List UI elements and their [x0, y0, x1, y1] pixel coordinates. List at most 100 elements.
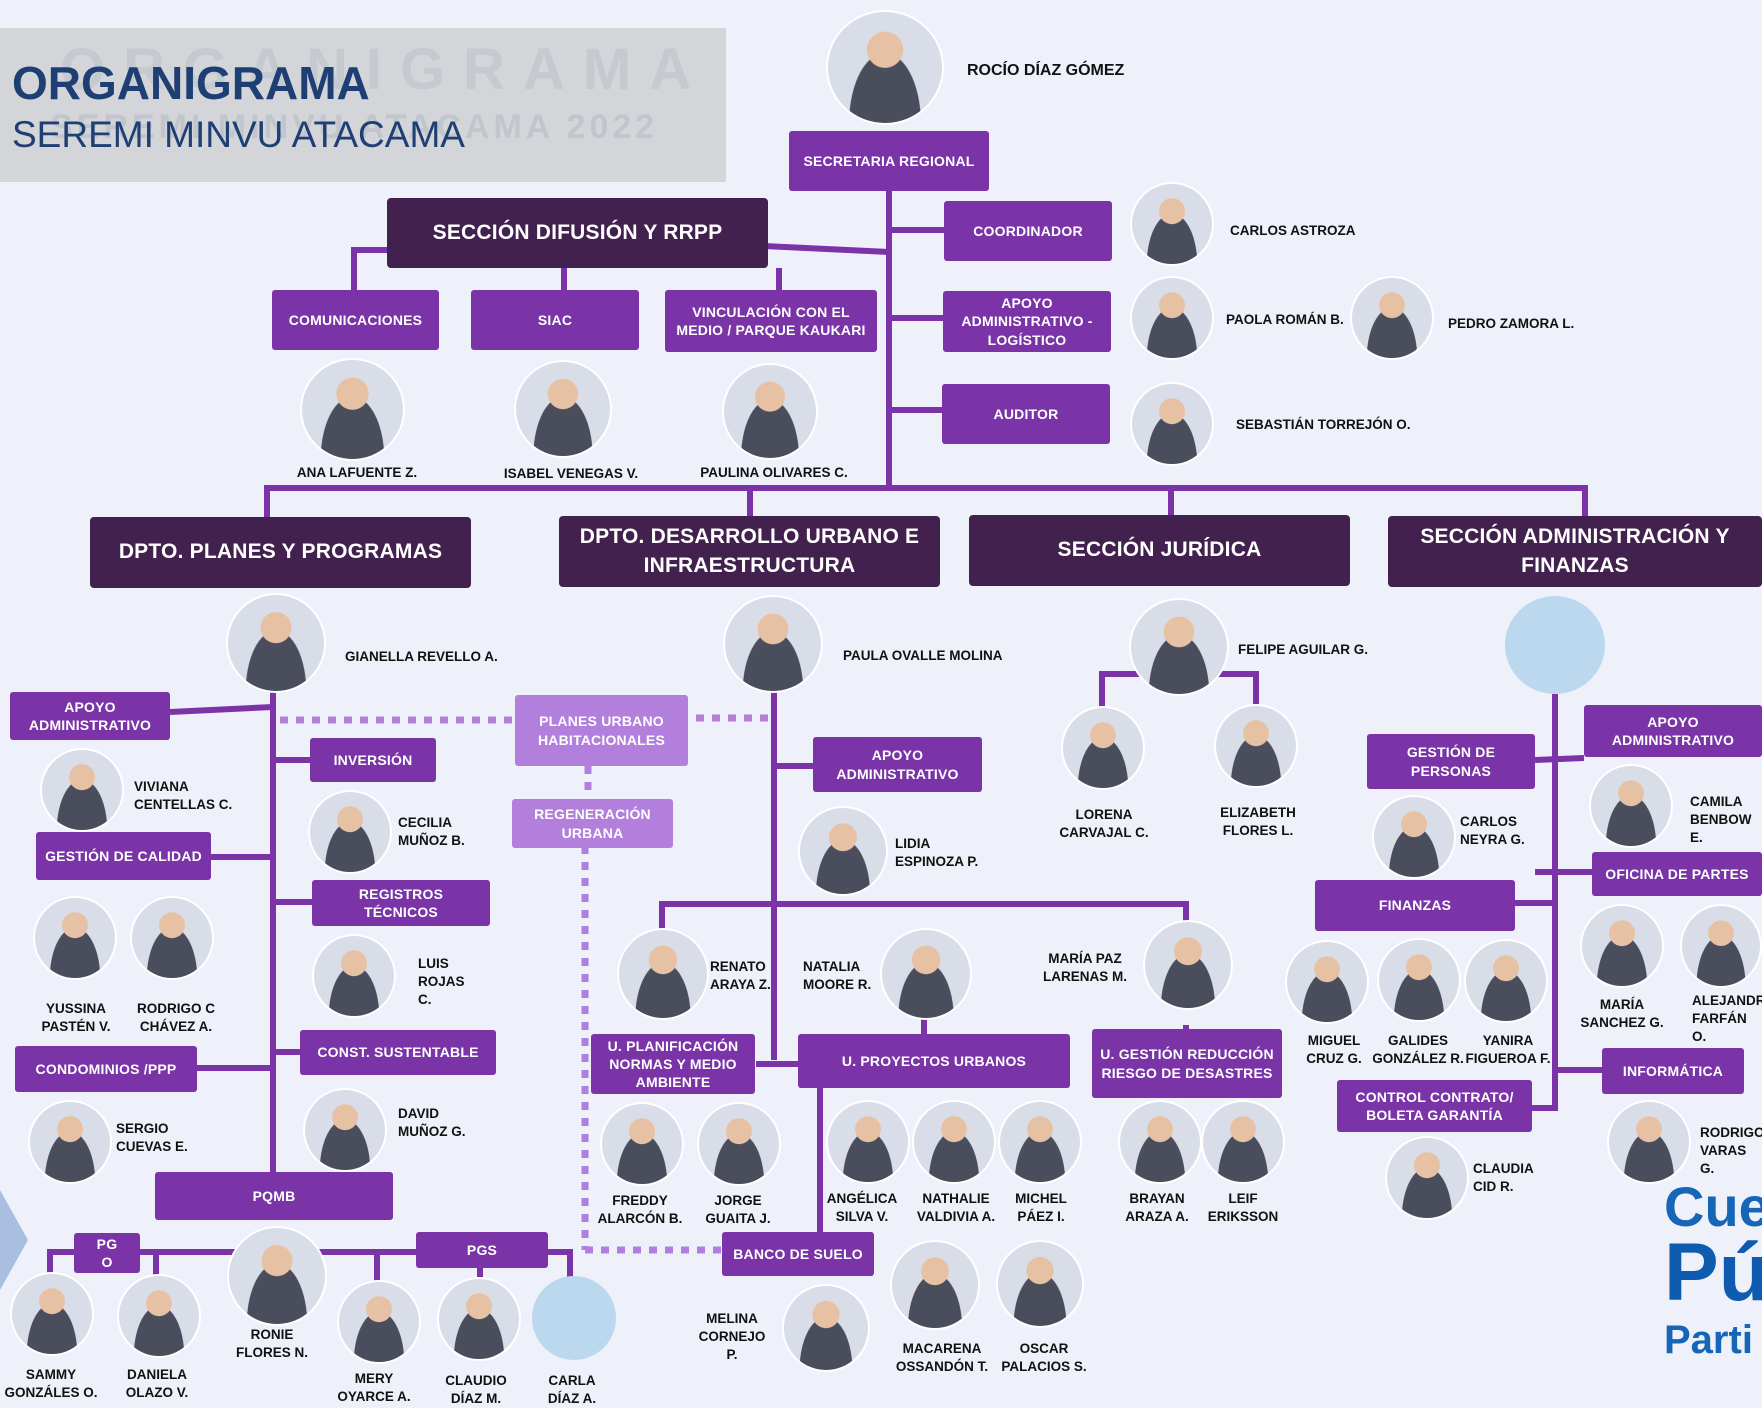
person-name: SAMMY GONZÁLES O.: [4, 1367, 98, 1401]
avatar: [1130, 276, 1214, 360]
person-name: ALEJANDRO FARFÁN O.: [1692, 993, 1762, 1045]
box-gestion-de-personas: GESTIÓN DE PERSONAS: [1367, 734, 1535, 789]
avatar: [697, 1102, 781, 1186]
page-title: ORGANIGRAMA: [12, 57, 370, 109]
box-seccion-difusion: SECCIÓN DIFUSIÓN Y RRPP: [387, 198, 768, 268]
avatar: [1385, 1136, 1469, 1220]
box-apoyo-administrativo-logistico: APOYO ADMINISTRATIVO - LOGÍSTICO: [943, 291, 1111, 352]
person-name: OSCAR PALACIOS S.: [1001, 1341, 1087, 1375]
person-name: ISABEL VENEGAS V.: [503, 466, 639, 481]
box-siac: SIAC: [471, 290, 639, 350]
box-u-planificacion: U. PLANIFICACIÓN NORMAS Y MEDIO AMBIENTE: [591, 1034, 755, 1094]
person-name: FELIPE AGUILAR G.: [1238, 642, 1369, 657]
avatar-placeholder: [532, 1276, 616, 1360]
box-apoyo-administrativo: APOYO ADMINISTRATIVO: [10, 692, 170, 740]
person-name: LORENA CARVAJAL C.: [1059, 807, 1149, 841]
box-apoyo-administrativo: APOYO ADMINISTRATIVO: [813, 737, 982, 792]
box-pgs: PGS: [416, 1232, 548, 1268]
box-planes-urbano-habitacionales: PLANES URBANO HABITACIONALES: [515, 695, 688, 766]
person-name: RENATO ARAYA Z.: [710, 959, 771, 993]
page-subtitle: SEREMI MINVU ATACAMA: [12, 114, 465, 155]
avatar: [10, 1272, 94, 1356]
brand-logo-text: Pú: [1664, 1227, 1762, 1318]
box-banco-de-suelo: BANCO DE SUELO: [722, 1232, 874, 1276]
box-u-gestion-riesgo: U. GESTIÓN REDUCCIÓN RIESGO DE DESASTRES: [1092, 1029, 1282, 1098]
box-registros-tecnicos: REGISTROS TÉCNICOS: [312, 880, 490, 926]
dept-desarrollo-urbano: DPTO. DESARROLLO URBANO E INFRAESTRUCTUR…: [559, 516, 940, 587]
box-vinculacion: VINCULACIÓN CON EL MEDIO / PARQUE KAUKAR…: [665, 290, 877, 352]
person-name: ROCÍO DÍAZ GÓMEZ: [967, 62, 1125, 79]
person-name: DANIELA OLAZO V.: [125, 1367, 189, 1401]
person-name: MARÍA PAZ LARENAS M.: [1043, 951, 1127, 985]
person-name: VIVIANA CENTELLAS C.: [134, 779, 233, 813]
avatar: [996, 1240, 1084, 1328]
avatar: [117, 1274, 201, 1358]
person-name: GIANELLA REVELLO A.: [345, 649, 498, 664]
avatar: [722, 363, 818, 460]
person-name: SERGIO CUEVAS E.: [116, 1121, 188, 1155]
person-name: PEDRO ZAMORA L.: [1448, 316, 1575, 331]
person-name: RONIE FLORES N.: [235, 1327, 308, 1361]
avatar: [798, 806, 888, 896]
person-name: DAVID MUÑOZ G.: [398, 1106, 466, 1140]
person-name: CARLA DÍAZ A.: [547, 1373, 597, 1407]
box-pgo: PG O: [74, 1233, 140, 1273]
avatar: [1680, 904, 1762, 988]
box-finanzas: FINANZAS: [1315, 880, 1515, 931]
avatar: [1589, 764, 1673, 848]
box-oficina-de-partes: OFICINA DE PARTES: [1592, 852, 1762, 896]
avatar: [40, 748, 124, 832]
avatar: [890, 1240, 980, 1330]
box-coordinador: COORDINADOR: [944, 201, 1112, 261]
title-panel: [0, 28, 726, 182]
avatar: [1377, 938, 1461, 1022]
box-const-sustentable: CONST. SUSTENTABLE: [300, 1030, 496, 1075]
person-name: MERY OYARCE A.: [337, 1371, 411, 1405]
avatar: [880, 928, 972, 1020]
person-name: GALIDES GONZÁLEZ R.: [1372, 1033, 1464, 1067]
avatar: [912, 1100, 996, 1184]
box-regeneracion-urbana: REGENERACIÓN URBANA: [512, 799, 673, 848]
person-name: MELINA CORNEJO P.: [698, 1311, 766, 1363]
dept-planes-programas: DPTO. PLANES Y PROGRAMAS: [90, 517, 471, 588]
box-pqmb: PQMB: [155, 1172, 393, 1220]
person-name: MICHEL PÁEZ I.: [1015, 1191, 1067, 1225]
dept-seccion-administracion: SECCIÓN ADMINISTRACIÓN Y FINANZAS: [1388, 516, 1762, 587]
box-apoyo-administrativo: APOYO ADMINISTRATIVO: [1584, 705, 1762, 757]
person-name: CLAUDIA CID R.: [1473, 1161, 1534, 1195]
person-name: RODRIGO C CHÁVEZ A.: [136, 1001, 215, 1035]
person-name: PAOLA ROMÁN B.: [1226, 312, 1344, 327]
avatar: [1143, 920, 1233, 1010]
person-name: BRAYAN ARAZA A.: [1125, 1191, 1189, 1225]
subtitle-watermark: SEREMI MINVU ATACAMA 2022: [50, 108, 659, 146]
person-name: ELIZABETH FLORES L.: [1220, 805, 1296, 839]
avatar: [1285, 940, 1369, 1024]
avatar: [1350, 276, 1434, 360]
person-name: MACARENA OSSANDÓN T.: [895, 1341, 989, 1375]
avatar: [303, 1088, 387, 1172]
avatar: [337, 1280, 421, 1364]
avatar: [998, 1100, 1082, 1184]
avatar: [826, 10, 944, 125]
avatar: [1129, 598, 1229, 696]
avatar: [514, 360, 612, 458]
avatar: [1061, 706, 1145, 790]
person-name: FREDDY ALARCÓN B.: [597, 1193, 683, 1227]
box-control-contrato: CONTROL CONTRATO/ BOLETA GARANTÍA: [1337, 1080, 1532, 1132]
person-name: NATALIA MOORE R.: [803, 959, 872, 993]
person-name: MIGUEL CRUZ G.: [1306, 1033, 1362, 1067]
avatar: [1372, 795, 1456, 879]
person-name: CARLOS ASTROZA: [1230, 223, 1356, 238]
decorative-shape: [0, 1190, 28, 1290]
avatar: [600, 1102, 684, 1186]
avatar: [1214, 704, 1298, 788]
box-secretaria-regional: SECRETARIA REGIONAL: [789, 131, 989, 191]
avatar: [1130, 182, 1214, 266]
avatar: [617, 928, 709, 1020]
avatar: [723, 595, 823, 693]
person-name: CAMILA BENBOW E.: [1690, 794, 1752, 846]
avatar: [312, 934, 396, 1018]
avatar: [1201, 1100, 1285, 1184]
avatar: [782, 1284, 870, 1372]
